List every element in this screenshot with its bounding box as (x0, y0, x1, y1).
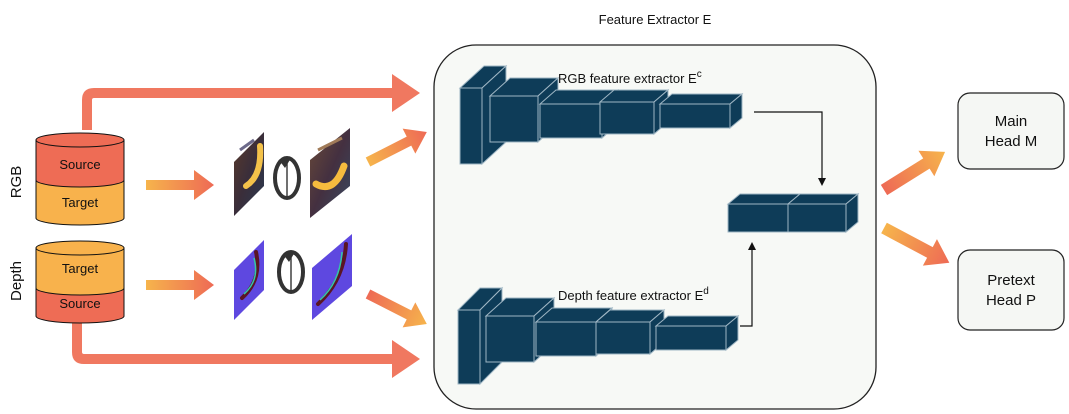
concatenated-features (726, 192, 860, 234)
rgb-feature-extractor-network (458, 64, 744, 166)
rgb-image-to-extractor-arrow (365, 128, 427, 167)
main-head-label-line2: Head M (985, 133, 1038, 150)
main-head-label-line1: Main (995, 113, 1028, 130)
to-pretext-head-arrow (881, 222, 950, 266)
rgb-extractor-label: RGB feature extractor Ec (558, 69, 702, 86)
depth-sample-image-1 (234, 240, 264, 320)
depth-extractor-superscript: d (703, 286, 709, 297)
rotate-icon (277, 250, 305, 294)
pretext-head-label-line2: Head P (986, 292, 1036, 309)
depth-sample-image-2 (312, 234, 352, 320)
rgb-extractor-superscript: c (697, 69, 702, 80)
depth-image-to-extractor-arrow (365, 289, 427, 328)
depth-target-label: Target (62, 261, 99, 276)
rgb-target-label: Target (62, 195, 99, 210)
depth-to-concat-connector (740, 242, 756, 327)
rgb-sample-image-2 (310, 128, 350, 218)
rgb-modality-label: RGB (8, 166, 25, 199)
rgb-sample-image-1 (234, 132, 264, 216)
depth-modality-label: Depth (8, 261, 25, 301)
depth-feature-extractor-network (456, 286, 740, 386)
pretext-head-label-line1: Pretext (987, 272, 1035, 289)
rotate-icon (273, 156, 301, 200)
to-main-head-arrow (880, 150, 946, 196)
rgb-to-concat-connector (754, 111, 826, 186)
depth-bypass-arrow (72, 318, 420, 378)
rgb-source-label: Source (59, 157, 100, 172)
depth-to-image-arrow (146, 270, 214, 300)
feature-extractor-title: Feature Extractor E (599, 12, 712, 27)
rgb-database (35, 132, 125, 226)
depth-database (35, 240, 125, 324)
main-head-box (957, 92, 1065, 170)
rgb-bypass-arrow (82, 74, 420, 130)
depth-extractor-label: Depth feature extractor Ed (558, 286, 709, 303)
rgb-to-image-arrow (146, 170, 214, 200)
depth-source-label: Source (59, 296, 100, 311)
pretext-head-box (957, 249, 1065, 331)
